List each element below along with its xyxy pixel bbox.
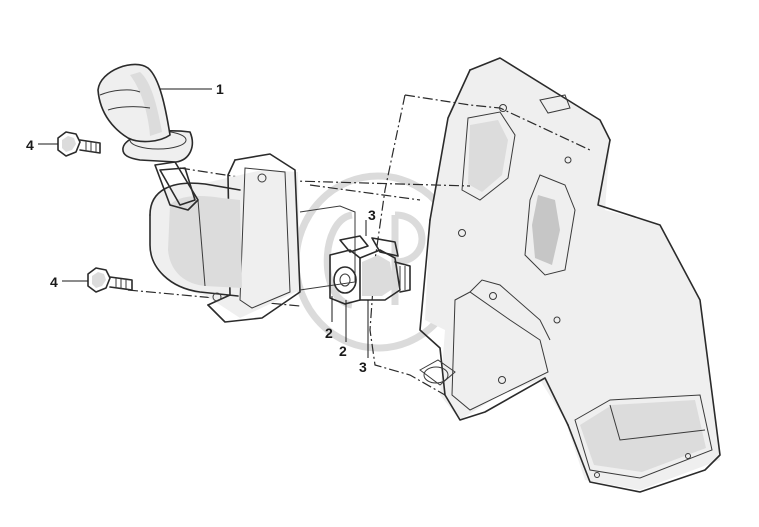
- callout-2-first: 2: [325, 325, 333, 341]
- callout-labels: 1 4 4 3 2 2 3: [26, 81, 376, 375]
- hand-lever: [97, 63, 199, 211]
- callout-3-upper: 3: [368, 207, 376, 223]
- callout-2-second: 2: [339, 343, 347, 359]
- bolt-lower: [87, 267, 133, 293]
- callout-4-lower: 4: [50, 274, 58, 290]
- air-fitting: [329, 235, 411, 305]
- callout-4-upper: 4: [26, 137, 34, 153]
- mounting-bracket: [369, 57, 721, 493]
- callout-leaders: [38, 88, 369, 358]
- valve-housing: [149, 153, 356, 323]
- bolt-upper: [57, 131, 101, 157]
- callout-3-lower: 3: [359, 359, 367, 375]
- callout-1: 1: [216, 81, 224, 97]
